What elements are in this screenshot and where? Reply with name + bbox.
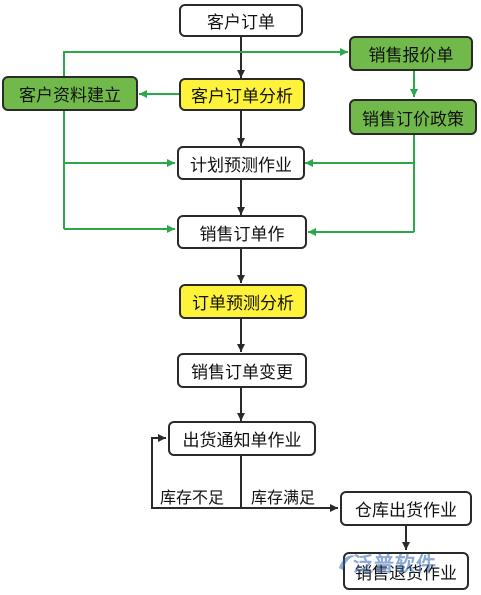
node-customer-order: 客户订单 (179, 4, 303, 37)
node-customer-profile: 客户资料建立 (2, 76, 138, 111)
node-forecast-job: 计划预测作业 (177, 146, 305, 180)
loop-stock-insufficient (151, 434, 241, 509)
watermark-text: 泛普软件 (353, 552, 437, 576)
node-order-forecast-analysis: 订单预测分析 (179, 284, 307, 319)
node-sales-order-job: 销售订单作 (177, 215, 307, 249)
node-sales-pricing-policy: 销售订价政策 (349, 99, 477, 135)
green-arrow-quote-top (63, 48, 348, 76)
node-order-analysis: 客户订单分析 (179, 78, 305, 111)
label-stock-sufficient: 库存满足 (251, 488, 316, 507)
label-stock-insufficient: 库存不足 (160, 488, 225, 507)
node-bottom-partial: 销售退货作业 (343, 552, 469, 590)
node-shipping-notice-job: 出货通知单作业 (168, 421, 316, 456)
logo-swoosh-icon (339, 555, 355, 570)
node-sales-order-change: 销售订单变更 (177, 353, 307, 388)
node-warehouse-shipping-job: 仓库出货作业 (340, 491, 472, 526)
node-sales-quote: 销售报价单 (349, 36, 473, 71)
